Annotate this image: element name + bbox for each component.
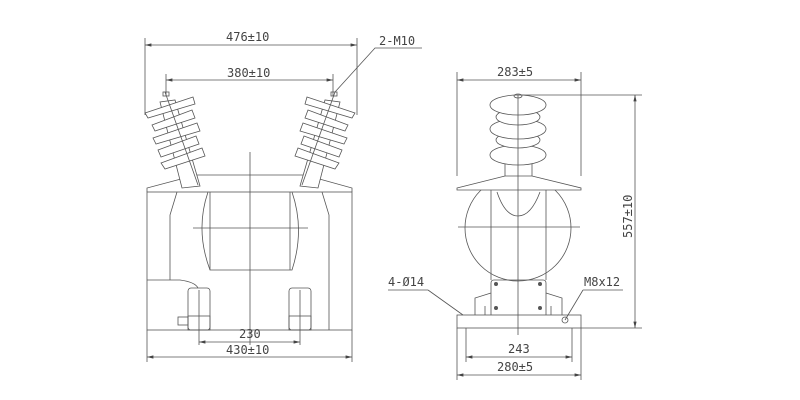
height-label: 557±10 [621, 195, 635, 238]
side-base-width-label: 280±5 [497, 360, 533, 374]
side-mount-spacing-label: 243 [508, 342, 530, 356]
front-view: 476±10 380±10 2-M10 [144, 30, 422, 362]
hole-label: 4-Ø14 [388, 275, 424, 289]
terminal-spacing-label: 380±10 [227, 66, 270, 80]
right-insulator [294, 91, 356, 189]
side-view: 283±5 557±10 4-Ø14 M8x12 243 280±5 [388, 65, 642, 380]
mount-spacing-label: 230 [239, 327, 261, 341]
tank-body [146, 191, 353, 331]
roof-width-label: 283±5 [497, 65, 533, 79]
base-width-label: 430±10 [226, 343, 269, 357]
overall-width-label: 476±10 [226, 30, 269, 44]
base-plate [456, 314, 582, 329]
left-insulator [144, 91, 206, 189]
terminal-label: 2-M10 [379, 34, 415, 48]
ground-bolt-label: M8x12 [584, 275, 620, 289]
